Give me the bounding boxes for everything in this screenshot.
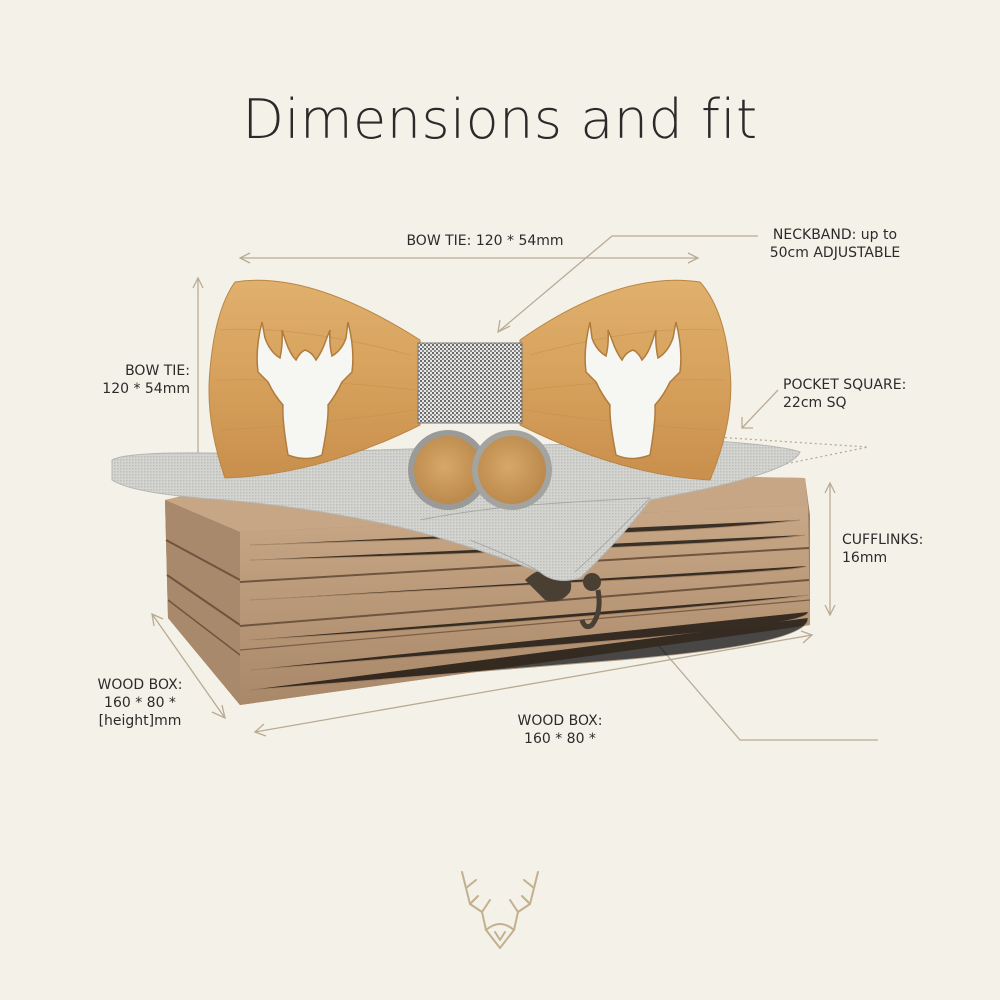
- neckband-line-2: 50cm ADJUSTABLE: [769, 245, 901, 261]
- bow-tie: [208, 279, 732, 481]
- wood-box-left-line-2: 160 * 80 *: [104, 695, 176, 711]
- wood-box-left-line-3: [height]mm: [98, 713, 182, 729]
- neckband-label: NECKBAND: up to 50cm ADJUSTABLE: [745, 226, 925, 262]
- wood-box-left-line-1: WOOD BOX:: [97, 677, 183, 693]
- wood-box-left-label: WOOD BOX: 160 * 80 * [height]mm: [80, 676, 200, 730]
- pocket-square-line-1: POCKET SQUARE:: [783, 377, 907, 393]
- pocket-square-label: POCKET SQUARE: 22cm SQ: [783, 376, 963, 412]
- neckband-line-1: NECKBAND: up to: [772, 227, 898, 243]
- deer-head-icon: [584, 321, 682, 460]
- bow-tie-left-label: BOW TIE: 120 * 54mm: [80, 362, 190, 398]
- bow-tie-top-label: BOW TIE: 120 * 54mm: [370, 232, 600, 250]
- pocket-square-line-2: 22cm SQ: [783, 395, 847, 411]
- wood-box-bottom-line-2: 160 * 80 *: [524, 731, 596, 747]
- deer-head-icon: [256, 321, 354, 460]
- bow-tie-left-line-2: 120 * 54mm: [102, 381, 190, 397]
- cufflinks-line-2: 16mm: [842, 550, 888, 566]
- page-title: Dimensions and fit: [242, 88, 758, 151]
- cufflinks-line-1: CUFFLINKS:: [842, 532, 924, 548]
- wood-box-bottom-label: WOOD BOX: 160 * 80 *: [490, 712, 630, 748]
- deer-logo-icon: [461, 871, 539, 949]
- cufflinks: [408, 430, 552, 510]
- bow-tie-top-text: BOW TIE: 120 * 54mm: [406, 233, 564, 249]
- cufflinks-label: CUFFLINKS: 16mm: [842, 531, 982, 567]
- pocket-square: [111, 439, 801, 581]
- wood-box-bottom-line-1: WOOD BOX:: [517, 713, 603, 729]
- bow-tie-left-line-1: BOW TIE:: [125, 363, 190, 379]
